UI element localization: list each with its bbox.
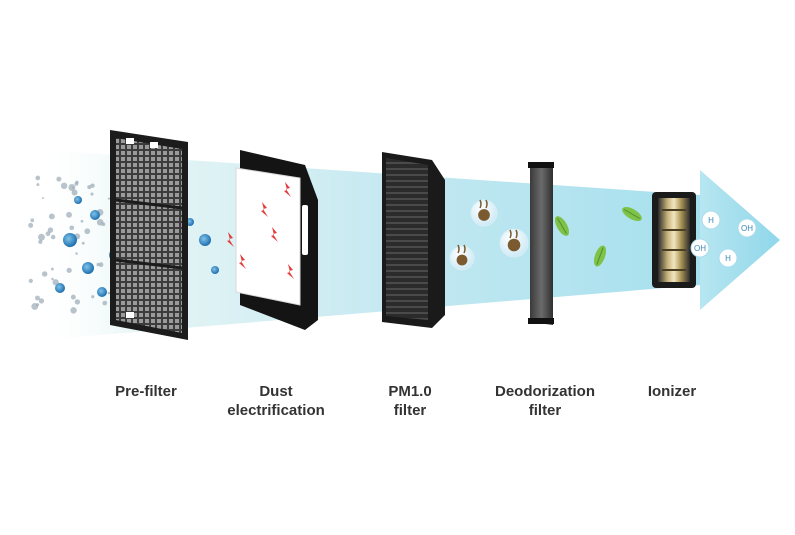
- pollutant-particle: [82, 262, 94, 274]
- odor-icons: [449, 199, 529, 271]
- dust-speck: [107, 197, 110, 200]
- ion-label: H: [708, 216, 714, 225]
- stage-label-line: Deodorization: [495, 383, 595, 400]
- dust-speck: [96, 218, 104, 226]
- stage-label-deodorization-filter: Deodorization filter: [495, 382, 595, 420]
- dust-speck: [38, 233, 45, 241]
- spark-icon: [284, 182, 291, 197]
- electric-sparks: [227, 182, 294, 279]
- ion-bubble: OH: [737, 218, 757, 238]
- dust-speck: [90, 183, 95, 188]
- stage-label-pm10-filter: PM1.0 filter: [388, 382, 431, 420]
- dust-speck: [41, 271, 48, 277]
- stage-label-line: filter: [528, 402, 562, 419]
- dust-speck: [28, 222, 34, 228]
- dust-speck: [96, 262, 100, 267]
- pre-filter-panel: [110, 130, 188, 340]
- dust-speck: [102, 300, 108, 306]
- dust-speck: [50, 267, 54, 271]
- ion-bubbles: H OH OH H: [690, 210, 757, 268]
- ion-bubble: H: [718, 248, 738, 268]
- dust-speck: [38, 298, 45, 304]
- odor-bubble-icon: [470, 199, 498, 227]
- ion-label: OH: [741, 224, 753, 233]
- dust-speck: [30, 218, 35, 223]
- spark-icon: [261, 202, 268, 217]
- stage-label-line: filter: [393, 402, 427, 419]
- dust-speck: [45, 231, 51, 237]
- pollutant-particle: [55, 283, 65, 293]
- dust-speck: [35, 303, 40, 307]
- dust-speck: [66, 211, 72, 218]
- stage-label-line: Pre-filter: [115, 383, 177, 400]
- pollutant-particle: [63, 233, 77, 247]
- dust-speck: [66, 267, 72, 273]
- dust-speck: [98, 262, 104, 268]
- odor-bubble-icon: [499, 228, 529, 258]
- dust-speck: [41, 197, 44, 200]
- ion-label: OH: [694, 244, 706, 253]
- ion-bubble: OH: [690, 238, 710, 258]
- dust-speck: [70, 307, 77, 314]
- dust-speck: [80, 219, 84, 223]
- dust-speck: [74, 182, 79, 186]
- spark-icon: [271, 227, 278, 242]
- dust-speck: [107, 291, 111, 295]
- pollutant-particle: [74, 196, 82, 204]
- stage-label-line: Ionizer: [647, 383, 697, 400]
- stage-label-line: electrification: [227, 402, 325, 419]
- leaf-icon: [622, 207, 642, 221]
- stage-label-line: PM1.0: [388, 383, 432, 400]
- ion-label: H: [725, 254, 731, 263]
- dust-speck: [48, 213, 55, 220]
- dust-speck: [81, 241, 85, 245]
- pm10-filter-panel: [382, 152, 445, 328]
- dust-speck: [56, 176, 62, 182]
- dust-speck: [51, 277, 54, 281]
- dust-speck: [84, 228, 91, 235]
- dust-speck: [75, 252, 78, 255]
- stage-label-dust-electrification: Dust electrification: [227, 382, 325, 420]
- pollutant-particle: [199, 234, 211, 246]
- leaf-icon: [555, 216, 569, 236]
- dust-speck: [70, 294, 76, 300]
- pollutant-particle: [211, 266, 219, 274]
- dust-speck: [71, 189, 78, 196]
- dust-speck: [36, 183, 40, 187]
- fresh-air-leaves: [555, 207, 642, 267]
- spark-icon: [287, 264, 294, 279]
- dust-speck: [47, 227, 54, 233]
- stage-label-pre-filter: Pre-filter: [115, 382, 177, 401]
- dust-speck: [35, 175, 41, 181]
- dust-speck: [28, 278, 33, 284]
- dust-speck: [50, 234, 56, 240]
- dust-speck: [68, 184, 76, 191]
- dust-speck: [90, 192, 94, 196]
- dust-speck: [69, 225, 75, 231]
- dust-speck: [60, 182, 68, 190]
- leaf-icon: [593, 245, 607, 267]
- stage-label-line: Dust: [259, 383, 293, 400]
- dust-speck: [91, 295, 95, 299]
- dust-speck: [34, 295, 40, 301]
- stage-label-ionizer: Ionizer: [648, 382, 696, 401]
- odor-bubble-icon: [449, 244, 475, 271]
- dust-speck: [74, 299, 81, 305]
- air-stream-arrow-head: [700, 170, 780, 310]
- spark-icon: [239, 254, 246, 269]
- deodorization-filter-panel: [528, 162, 554, 325]
- dust-speck: [38, 239, 43, 244]
- ionizer-unit: [652, 192, 696, 288]
- spark-icon: [227, 232, 234, 247]
- dust-speck: [87, 185, 92, 190]
- dust-electrification-panel: [235, 150, 318, 330]
- pollutant-particle: [90, 210, 100, 220]
- pollutant-particle: [97, 287, 107, 297]
- ion-bubble: H: [701, 210, 721, 230]
